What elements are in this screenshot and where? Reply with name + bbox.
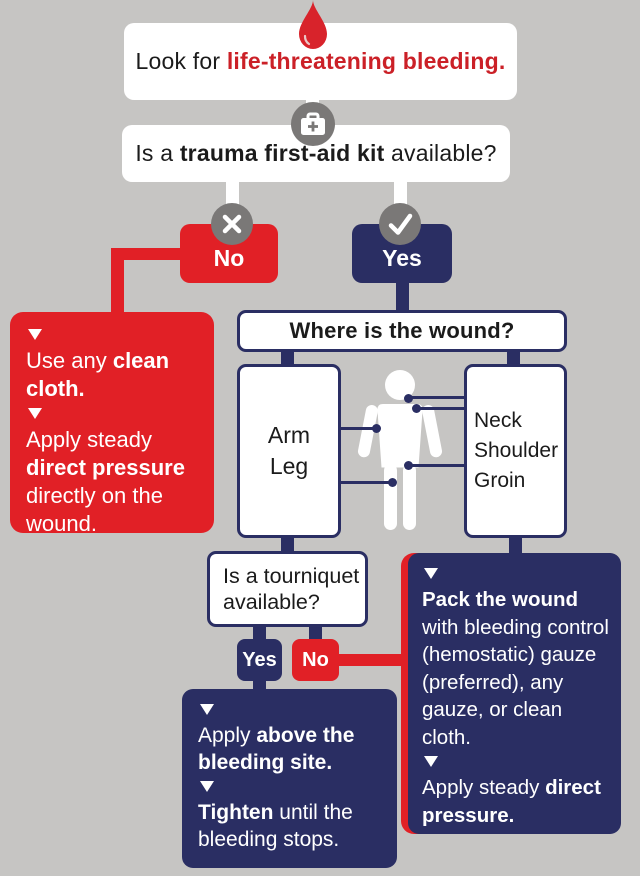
connector <box>281 348 294 368</box>
tourniquet-instructions-node: Apply above the bleeding site. Tighten u… <box>182 689 397 868</box>
x-icon <box>211 203 253 245</box>
connector <box>309 623 322 643</box>
step-text: Pack the wound with bleeding control (he… <box>422 588 609 749</box>
down-arrow-icon <box>200 704 214 715</box>
check-icon <box>379 203 421 245</box>
body-diagram-icon <box>357 370 443 530</box>
connector <box>111 248 182 260</box>
connector <box>396 278 409 314</box>
pack-wound-instructions-node: Pack the wound with bleeding control (he… <box>408 553 621 834</box>
kit-yes-button[interactable]: Yes <box>352 224 452 283</box>
wound-point-marker-neck <box>404 394 413 403</box>
step-text: Tighten until the bleeding stops. <box>198 801 353 851</box>
down-arrow-icon <box>28 329 42 340</box>
tourniquet-yes-button[interactable]: Yes <box>237 639 282 681</box>
wound-point-marker-leg <box>388 478 397 487</box>
pointer-line <box>341 481 394 484</box>
step-text: Apply steady direct pressure directly on… <box>26 427 185 536</box>
clean-cloth-instructions-node: Use any clean cloth. Apply steady direct… <box>10 312 214 536</box>
wound-point-marker-shoulder <box>412 404 421 413</box>
kit-question-text: Is a trauma first-aid kit available? <box>135 140 497 166</box>
connector <box>253 623 266 643</box>
pointer-line <box>341 427 378 430</box>
wound-point-marker-arm <box>372 424 381 433</box>
down-arrow-icon <box>424 756 438 767</box>
step-text: Use any clean cloth. <box>26 348 170 401</box>
down-arrow-icon <box>200 781 214 792</box>
connector <box>507 348 520 368</box>
step-text: Apply above the bleeding site. <box>198 724 355 774</box>
tourniquet-no-button[interactable]: No <box>292 639 339 681</box>
pointer-line <box>408 396 464 399</box>
pointer-line <box>408 464 464 467</box>
down-arrow-icon <box>424 568 438 579</box>
first-aid-kit-icon <box>291 102 335 146</box>
wound-question-text: Where is the wound? <box>289 318 515 343</box>
start-text: Look for life-threatening bleeding. <box>135 48 506 74</box>
step-text: Apply steady direct pressure. <box>422 776 601 827</box>
down-arrow-icon <box>28 408 42 419</box>
wound-point-marker-groin <box>404 461 413 470</box>
connector <box>509 534 522 556</box>
arm-leg-node[interactable]: Arm Leg <box>237 364 341 538</box>
blood-drop-icon <box>299 0 327 49</box>
neck-shoulder-groin-node[interactable]: Neck Shoulder Groin <box>464 364 567 538</box>
tourniquet-question-node: Is a tourniquet available? <box>207 551 368 627</box>
connector <box>281 534 294 554</box>
connector <box>111 248 124 316</box>
connector <box>337 654 405 666</box>
wound-location-question-node: Where is the wound? <box>237 310 567 352</box>
pointer-line <box>416 407 464 410</box>
